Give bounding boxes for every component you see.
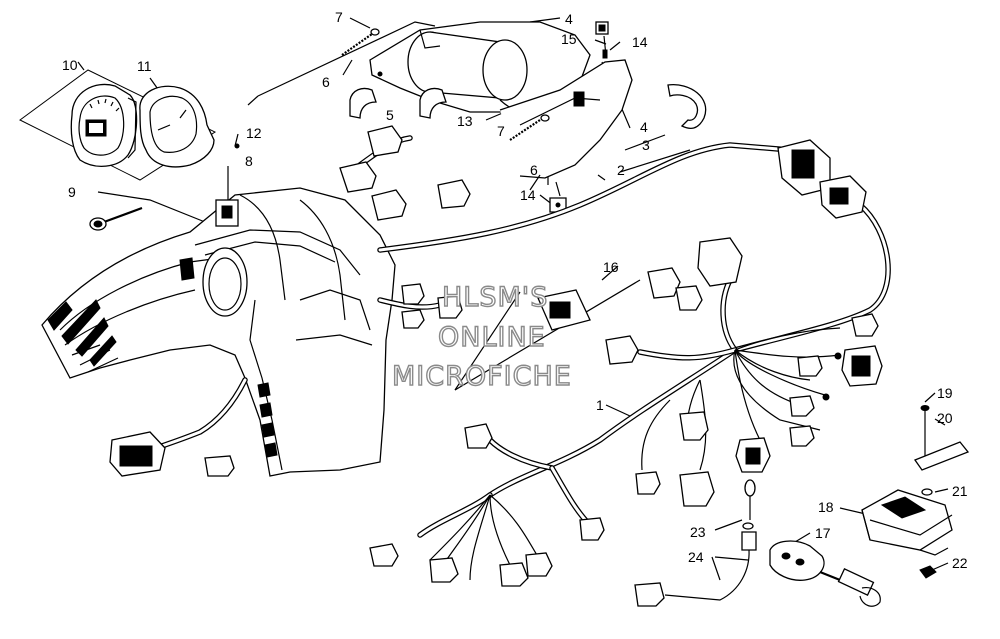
watermark-line-3: MICROFICHE xyxy=(392,361,572,392)
callout-10: 10 xyxy=(62,57,78,73)
callout-12: 12 xyxy=(246,125,262,141)
callout-19: 19 xyxy=(937,385,953,401)
callout-20: 20 xyxy=(937,410,953,426)
callout-14-upper: 14 xyxy=(632,34,648,50)
retainer-clips xyxy=(349,87,447,119)
callout-2: 2 xyxy=(617,162,625,178)
callout-18: 18 xyxy=(818,499,834,515)
callout-22: 22 xyxy=(952,555,968,571)
callout-labels: 1 2 3 4 4 5 6 6 7 7 8 9 10 11 12 13 14 1… xyxy=(62,9,968,571)
relay-module xyxy=(537,289,591,331)
callout-6-lower: 6 xyxy=(530,162,538,178)
callout-4-lower: 4 xyxy=(640,119,648,135)
headlight-cover-upper xyxy=(369,21,591,117)
spring-upper xyxy=(341,28,380,56)
callout-5: 5 xyxy=(386,107,394,123)
callout-21: 21 xyxy=(952,483,968,499)
callout-24: 24 xyxy=(688,549,704,565)
callout-13: 13 xyxy=(457,113,473,129)
speedometer-gauge xyxy=(70,83,138,167)
headlight-cover-lower xyxy=(499,59,633,191)
callout-4-upper: 4 xyxy=(565,11,573,27)
callout-17: 17 xyxy=(815,525,831,541)
mounting-bracket xyxy=(913,405,970,579)
harness-connectors xyxy=(109,125,883,607)
watermark: HLSM'S ONLINE MICROFICHE xyxy=(391,281,572,392)
security-key xyxy=(769,540,881,607)
watermark-line-1: HLSM'S xyxy=(442,282,548,313)
callout-7-lower: 7 xyxy=(497,123,505,139)
callout-1: 1 xyxy=(596,397,604,413)
callout-16: 16 xyxy=(603,259,619,275)
watermark-line-2: ONLINE xyxy=(438,322,546,353)
callout-14-lower: 14 xyxy=(520,187,536,203)
callout-8: 8 xyxy=(245,153,253,169)
sensor-assembly xyxy=(664,479,757,601)
control-unit xyxy=(861,489,953,556)
main-wiring-harness xyxy=(147,135,891,581)
gauge-bezel xyxy=(139,85,240,168)
callout-6-upper: 6 xyxy=(322,74,330,90)
ignition-key-switch xyxy=(89,206,143,231)
callout-9: 9 xyxy=(68,184,76,200)
callout-15: 15 xyxy=(561,31,577,47)
band-clamp xyxy=(667,84,707,130)
callout-23: 23 xyxy=(690,524,706,540)
callout-11: 11 xyxy=(137,58,152,74)
spring-lower xyxy=(509,114,550,141)
callout-7-upper: 7 xyxy=(335,9,343,25)
callout-3: 3 xyxy=(642,137,650,153)
front-nose-housing xyxy=(41,187,396,477)
